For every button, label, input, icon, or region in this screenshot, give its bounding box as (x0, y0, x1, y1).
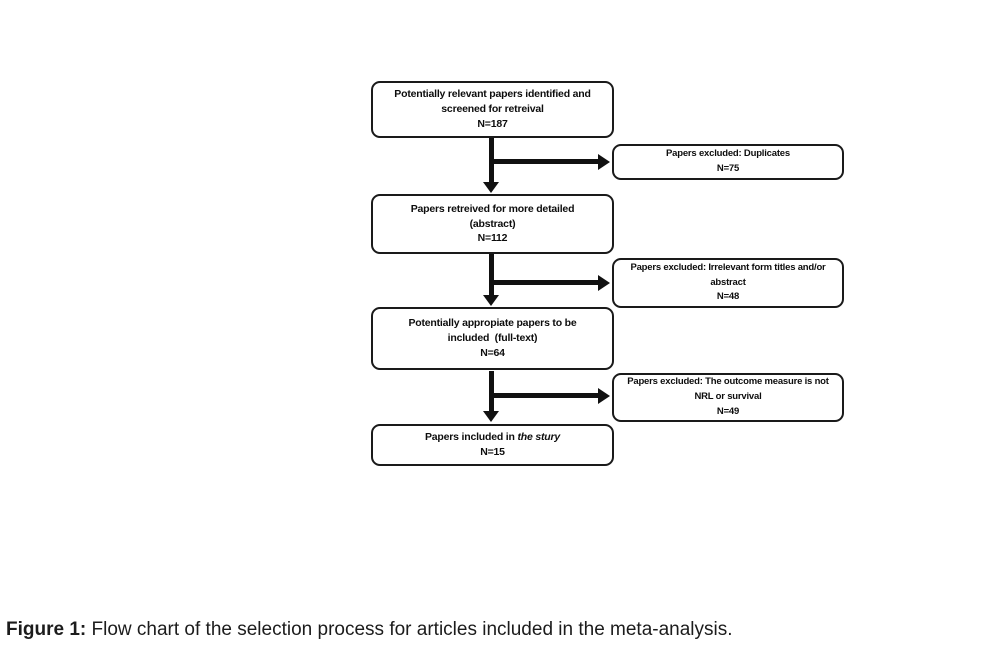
figure-caption: Figure 1: Flow chart of the selection pr… (6, 617, 966, 644)
exclusion-box-irrelevant: Papers excluded: Irrelevant form titles … (612, 258, 844, 308)
flow-box-count: N=112 (477, 232, 508, 245)
exclusion-box-count: N=48 (716, 291, 740, 303)
flow-box-line: screened for retreival (441, 103, 544, 116)
flow-box-identified: Potentially relevant papers identified a… (371, 81, 614, 138)
exclusion-box-line: Papers excluded: Irrelevant form titles … (630, 261, 826, 273)
down-arrow-2 (489, 254, 494, 295)
flow-box-count: N=64 (480, 346, 505, 359)
flow-box-line: Papers retreived for more detailed (410, 202, 575, 215)
figure-caption-label: Figure 1: (6, 619, 87, 640)
down-arrowhead-3-icon (483, 411, 499, 422)
flow-box-count: N=15 (480, 446, 505, 458)
down-arrow-3 (489, 371, 494, 411)
branch-arrow-2 (492, 280, 598, 285)
included-italic-text: the stury (517, 431, 561, 444)
exclusion-box-line: NRL or survival (694, 391, 762, 403)
branch-arrowhead-1-icon (598, 154, 610, 170)
flow-box-included: Papers included in the stury N=15 (371, 424, 614, 466)
exclusion-box-line: abstract (710, 276, 746, 288)
branch-arrow-1 (492, 159, 598, 164)
down-arrow-1 (489, 138, 494, 182)
included-prefix-text: Papers included in (424, 431, 518, 444)
flow-box-line: Potentially relevant papers identified a… (394, 88, 591, 101)
flow-box-retrieved-abstract: Papers retreived for more detailed (abst… (371, 194, 614, 254)
down-arrowhead-2-icon (483, 295, 499, 306)
flow-box-count: N=187 (477, 117, 508, 130)
flow-box-fulltext: Potentially appropiate papers to be incl… (371, 307, 614, 370)
branch-arrowhead-3-icon (598, 388, 610, 404)
flow-box-line: (abstract) (469, 217, 516, 230)
down-arrowhead-1-icon (483, 182, 499, 193)
exclusion-box-line: Papers excluded: Duplicates (666, 148, 790, 160)
figure-caption-text: Flow chart of the selection process for … (86, 619, 733, 640)
exclusion-box-line: Papers excluded: The outcome measure is … (627, 376, 829, 388)
branch-arrowhead-2-icon (598, 275, 610, 291)
flow-box-line: Potentially appropiate papers to be (408, 317, 577, 330)
exclusion-box-outcome: Papers excluded: The outcome measure is … (612, 373, 844, 422)
flow-box-line: Papers included in the stury (425, 430, 560, 445)
exclusion-box-count: N=49 (716, 405, 740, 417)
exclusion-box-count: N=75 (716, 163, 740, 174)
exclusion-box-duplicates: Papers excluded: Duplicates N=75 (612, 144, 844, 180)
branch-arrow-3 (492, 393, 598, 398)
flow-box-line: included (full-text) (447, 332, 538, 345)
